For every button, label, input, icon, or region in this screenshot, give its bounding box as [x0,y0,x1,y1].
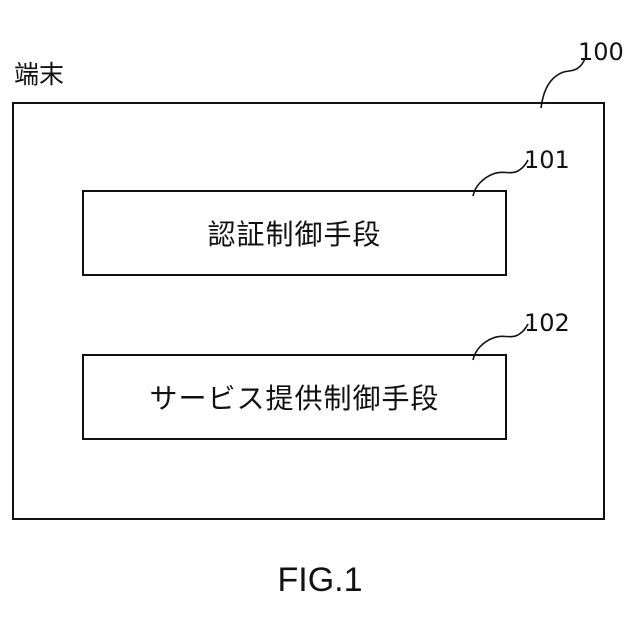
leader-line-100 [541,58,585,108]
leader-line-101 [473,160,528,196]
figure-caption: FIG.1 [0,563,640,597]
leader-line-102 [473,324,528,360]
